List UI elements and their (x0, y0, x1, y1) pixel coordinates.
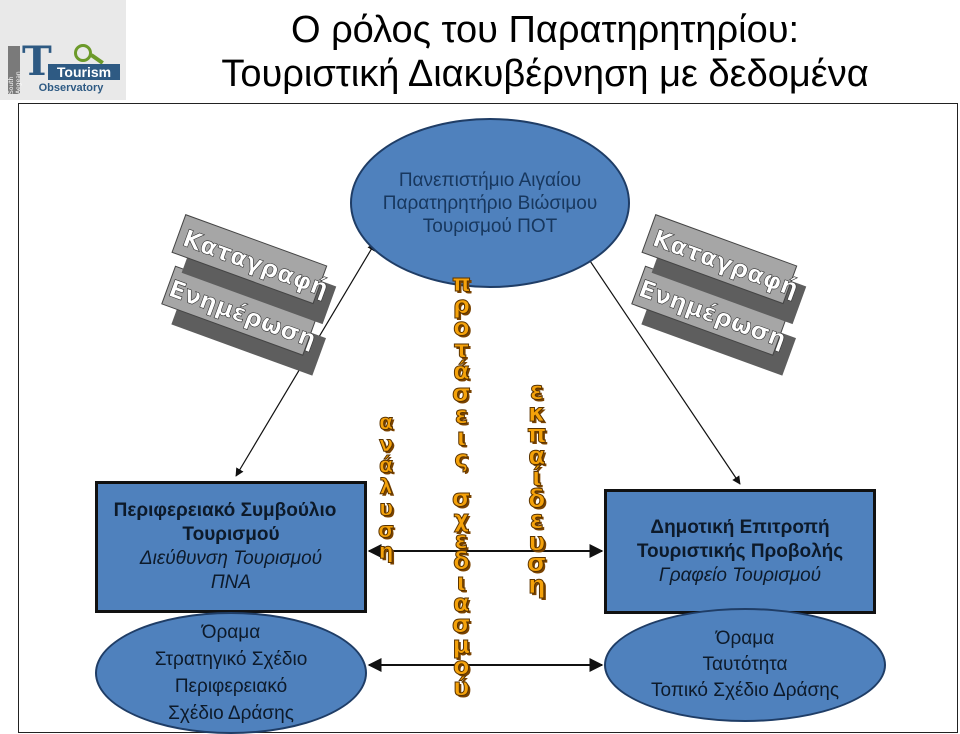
left-ellipse-line-4: Σχέδιο Δράσης (168, 703, 294, 724)
analysis-letter: ά (378, 453, 394, 477)
proposals-letter: ε (454, 401, 469, 429)
proposals-letter: σ (452, 379, 472, 407)
proposals-letter: ρ (452, 291, 471, 319)
planning-letter: σ (452, 610, 472, 638)
left-record-update-block: Καταγραφή Ενημέρωση (161, 214, 337, 376)
left-box-line-1: Περιφερειακό Συμβούλιο (113, 500, 337, 521)
top-node-line-3: Τουρισμού ΠΟΤ (422, 215, 558, 237)
planning-letter: χ (453, 505, 470, 533)
magnifier-icon (74, 44, 92, 62)
left-ellipse-line-3: Περιφερειακό (174, 676, 288, 697)
education-letter: ε (529, 505, 544, 534)
analysis-letter: α (378, 410, 394, 434)
education-letter: α (528, 440, 546, 470)
top-node-line-2: Παρατηρητήριο Βιώσιμου (382, 192, 598, 214)
regional-tourism-council-box: Περιφερειακό Συμβούλιο Τουρισμού Διεύθυν… (95, 481, 367, 613)
logo-word-observatory: Observatory (38, 82, 104, 94)
left-box-line-2: Τουρισμού (182, 524, 280, 545)
education-letter: σ (527, 548, 548, 577)
analysis-letter: ν (379, 431, 394, 456)
proposals-letter: ς (454, 445, 469, 473)
page-title: Ο ρόλος του Παρατηρητηρίου: Τουριστική Δ… (130, 8, 960, 96)
analysis-letter: η (378, 539, 394, 563)
left-ellipse-line-2: Στρατηγικό Σχέδιο (154, 649, 308, 670)
left-ellipse-line-1: Όραμα (201, 622, 261, 643)
left-box-line-3: Διεύθυνση Τουρισμού (139, 548, 323, 569)
arrow-top-to-right (583, 251, 741, 485)
logo-word-tourism: Tourism (48, 64, 120, 80)
analysis-letter: λ (379, 474, 393, 499)
education-letter: ί (532, 462, 543, 491)
right-box-line-3: Γραφείο Τουρισμού (658, 564, 822, 586)
proposals-letter: ι (456, 423, 467, 451)
right-box-line-1: Δημοτική Επιτροπή (650, 516, 830, 538)
education-letter: η (527, 569, 546, 599)
logo-side-band: South Aegean (8, 46, 22, 94)
analysis-letter: σ (377, 517, 395, 542)
regional-vision-node: Όραμα Στρατηγικό Σχέδιο Περιφερειακό Σχέ… (95, 612, 367, 734)
title-line-2: Τουριστική Διακυβέρνηση με δεδομένα (221, 53, 869, 95)
right-record-update-block: Καταγραφή Ενημέρωση (631, 214, 807, 376)
education-letter: υ (528, 526, 546, 556)
education-letter: δ (528, 483, 546, 513)
left-box-line-4: ΠΝΑ (210, 572, 252, 593)
planning-letter: μ (452, 631, 471, 659)
planning-letter: ύ (453, 673, 470, 701)
right-box-line-2: Τουριστικής Προβολής (636, 540, 844, 562)
university-observatory-node: Πανεπιστήμιο Αιγαίου Παρατηρητήριο Βιώσι… (350, 118, 630, 288)
planning-letter: σ (452, 484, 472, 512)
planning-letter: δ (453, 547, 470, 575)
education-letter: ε (529, 376, 544, 405)
planning-letter: ι (456, 568, 467, 596)
top-node-line-1: Πανεπιστήμιο Αιγαίου (398, 169, 582, 191)
proposals-letter: τ (453, 335, 470, 363)
proposals-letter: π (452, 269, 472, 297)
proposals-letter: ά (453, 357, 470, 385)
planning-letter: ο (453, 652, 470, 680)
analysis-letter: υ (379, 496, 394, 520)
right-ellipse-line-3: Τοπικό Σχέδιο Δράσης (651, 680, 839, 701)
education-letter: κ (528, 397, 547, 427)
planning-letter: α (453, 589, 470, 617)
proposals-letter: ο (453, 313, 470, 341)
tourism-observatory-logo: South Aegean T Tourism Observatory (0, 0, 126, 100)
title-line-1: Ο ρόλος του Παρατηρητηρίου: (290, 9, 800, 51)
local-vision-node: Όραμα Ταυτότητα Τοπικό Σχέδιο Δράσης (604, 608, 886, 722)
planning-letter: ε (454, 526, 469, 554)
right-ellipse-line-1: Όραμα (715, 628, 775, 649)
municipal-tourism-committee-box: Δημοτική Επιτροπή Τουριστικής Προβολής Γ… (604, 489, 876, 614)
education-letter: π (527, 419, 548, 448)
right-ellipse-line-2: Ταυτότητα (702, 654, 788, 675)
logo-letter: T (22, 38, 52, 85)
diagram-frame (18, 103, 958, 733)
